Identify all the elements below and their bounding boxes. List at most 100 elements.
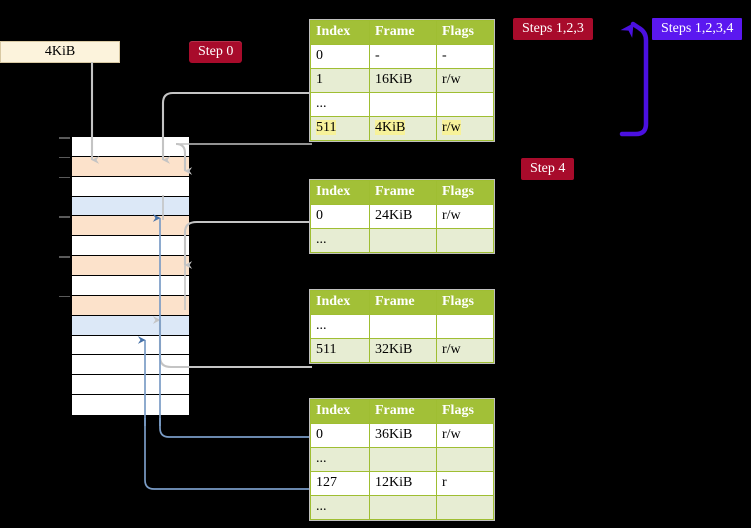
table-cell <box>436 228 494 253</box>
table-cell <box>436 447 494 472</box>
column-header: Frame <box>369 180 437 205</box>
table-cell: r/w <box>436 423 494 448</box>
step-0-badge: Step 0 <box>189 41 243 63</box>
table-row: ... <box>310 92 494 117</box>
memory-tick-mark <box>59 216 70 218</box>
highlighted-value: 4KiB <box>375 120 406 135</box>
table-cell: 511 <box>310 116 370 141</box>
column-header: Index <box>310 399 370 424</box>
table-cell: 127 <box>310 471 370 496</box>
table-cell <box>436 92 494 117</box>
memory-tick-mark <box>59 256 70 258</box>
arrow-pdpt-entry <box>183 220 312 269</box>
table-row: ... <box>310 228 494 253</box>
column-header: Flags <box>436 290 494 315</box>
memory-frame-row <box>72 375 189 396</box>
memory-tick-mark <box>59 156 70 159</box>
table-cell: 16KiB <box>369 68 437 93</box>
column-header: Flags <box>436 399 494 424</box>
column-header: Flags <box>436 180 494 205</box>
highlighted-value: r/w <box>442 120 461 135</box>
memory-frame-row <box>72 276 189 296</box>
table-cell: r/w <box>436 338 494 363</box>
memory-frame-row <box>72 355 189 376</box>
table-cell <box>369 228 437 253</box>
memory-frame-row <box>72 295 189 316</box>
table-cell: ... <box>310 495 370 520</box>
column-header: Frame <box>369 290 437 315</box>
memory-frame-row <box>72 236 189 257</box>
memory-frame-row <box>72 137 189 157</box>
table-cell: 12KiB <box>369 471 437 496</box>
table-cell: 36KiB <box>369 423 437 448</box>
table-cell: r <box>436 471 494 496</box>
memory-tick-mark <box>59 295 70 298</box>
steps-1234-label: Steps 1,2,3,4 <box>661 21 734 36</box>
step-4-badge: Step 4 <box>521 158 575 180</box>
column-header: Index <box>310 180 370 205</box>
table-cell <box>369 314 437 339</box>
table-cell: 4KiB <box>369 116 437 141</box>
memory-size-text: 4KiB <box>44 44 76 59</box>
table-cell: ... <box>310 447 370 472</box>
table-cell: 24KiB <box>369 204 437 229</box>
table-cell: r/w <box>436 204 494 229</box>
table-cell: 32KiB <box>369 338 437 363</box>
highlighted-value: 511 <box>316 120 337 135</box>
steps-123-badge: Steps 1,2,3 <box>513 18 593 40</box>
table-cell: 0 <box>310 204 370 229</box>
table-cell: 0 <box>310 423 370 448</box>
table-row: ... <box>310 495 494 520</box>
table-cell: 511 <box>310 338 370 363</box>
table-cell <box>436 495 494 520</box>
table-cell <box>369 92 437 117</box>
memory-frame-row <box>72 196 189 217</box>
table-cell: ... <box>310 92 370 117</box>
memory-frame-row <box>72 335 189 356</box>
column-header: Index <box>310 20 370 45</box>
step-4-label: Step 4 <box>530 161 566 176</box>
table-cell: r/w <box>436 68 494 93</box>
table-cell: - <box>369 44 437 69</box>
column-header: Index <box>310 290 370 315</box>
table-cell: ... <box>310 314 370 339</box>
memory-frame-row <box>72 156 189 177</box>
connector-pt0 <box>159 418 312 438</box>
table-row: ... <box>310 447 494 472</box>
memory-frame-row <box>72 395 189 415</box>
steps-1234-badge: Steps 1,2,3,4 <box>652 18 743 40</box>
steps-123-label: Steps 1,2,3 <box>522 21 584 36</box>
memory-tick-mark <box>59 176 70 179</box>
table-row: 511 4KiB r/w <box>310 116 494 141</box>
table-cell: - <box>436 44 494 69</box>
memory-frame-row <box>72 216 189 237</box>
step-0-label: Step 0 <box>198 44 234 59</box>
table-cell <box>436 314 494 339</box>
memory-tick-mark <box>59 137 70 139</box>
memory-frame-row <box>72 176 189 197</box>
connector-pt127 <box>144 418 312 490</box>
column-header: Frame <box>369 20 437 45</box>
column-header: Frame <box>369 399 437 424</box>
table-cell: ... <box>310 228 370 253</box>
table-row: ... <box>310 314 494 339</box>
memory-size-label: 4KiB <box>0 41 120 63</box>
memory-frame-row <box>72 315 189 336</box>
table-cell <box>369 447 437 472</box>
physical-memory-grid <box>59 136 190 415</box>
table-cell: 0 <box>310 44 370 69</box>
